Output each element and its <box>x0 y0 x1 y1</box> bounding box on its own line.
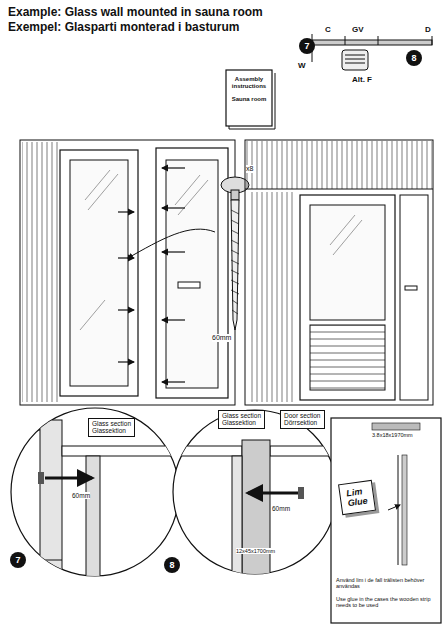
section-label-text: Glass section <box>222 412 261 419</box>
section-label-text: Glassektion <box>222 419 261 426</box>
section-label-text: Glassektion <box>92 427 131 434</box>
dimension-label: 12x45x1700mm <box>236 548 275 554</box>
callout-number-text: 7 <box>10 552 26 568</box>
plan-letter: W <box>298 62 306 71</box>
glue-label-text: Glue <box>347 496 368 509</box>
section-label: Glass sectionGlassektion <box>218 410 265 429</box>
dimension-label: 60mm <box>272 505 290 512</box>
callout-number: 8 <box>164 557 180 573</box>
title: Example: Glass wall mounted in sauna roo… <box>8 6 263 19</box>
note: Use glue in the cases the wooden strip n… <box>336 596 434 608</box>
callout-number: 7 <box>10 552 26 568</box>
quantity-label: x8 <box>246 165 253 173</box>
booklet-label-text: Assembly instructions <box>228 76 270 90</box>
callout-number-text: 8 <box>406 50 422 66</box>
section-label-text: Dörrsektion <box>284 419 321 426</box>
glue-label: LimGlue <box>338 480 376 515</box>
booklet-label: Assembly instructionsSauna room <box>228 76 270 103</box>
section-label: Door sectionDörrsektion <box>280 410 325 429</box>
plan-letter: D <box>425 26 431 35</box>
booklet-label-text: Sauna room <box>228 96 270 103</box>
section-label-text: Glass section <box>92 420 131 427</box>
callout-number-text: 8 <box>164 557 180 573</box>
section-label: Glass sectionGlassektion <box>88 418 135 437</box>
dimension-label: 60mm <box>72 492 90 499</box>
plan-letter: C <box>325 26 331 35</box>
callout-number-text: 7 <box>299 38 315 54</box>
callout-number: 7 <box>299 38 315 54</box>
dimension-label: 60mm <box>212 334 231 342</box>
subtitle: Exempel: Glasparti monterad i basturum <box>8 21 239 34</box>
section-label-text: Door section <box>284 412 321 419</box>
dimension-label: 3.8x18x1970mm <box>372 432 413 438</box>
alternative-label: Alt. F <box>352 76 372 85</box>
note: Använd lim i de fall trälisten behöver a… <box>336 577 434 589</box>
callout-number: 8 <box>406 50 422 66</box>
plan-letter: GV <box>352 26 364 35</box>
